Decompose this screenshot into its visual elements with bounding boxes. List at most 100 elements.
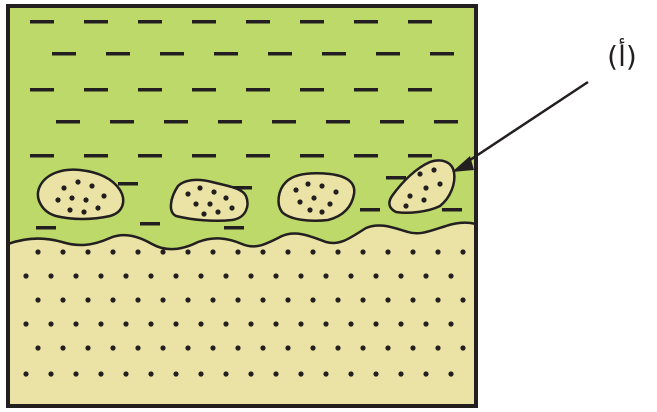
dot-mark	[373, 321, 378, 326]
pebble-dot	[333, 189, 338, 194]
dot-mark	[460, 297, 465, 302]
pebble-dot	[293, 187, 298, 192]
dot-mark	[285, 297, 290, 302]
dot-mark	[323, 273, 328, 278]
dash-mark	[326, 120, 350, 124]
dot-mark	[110, 249, 115, 254]
dash-mark	[140, 222, 160, 226]
dash-mark	[192, 88, 216, 92]
dash-mark	[322, 52, 346, 56]
dot-mark	[135, 297, 140, 302]
dot-mark	[335, 249, 340, 254]
dot-mark	[185, 345, 190, 350]
dot-mark	[235, 297, 240, 302]
dot-mark	[360, 249, 365, 254]
dot-mark	[35, 249, 40, 254]
dash-mark	[408, 154, 432, 158]
dash-mark	[84, 88, 108, 92]
dash-mark	[246, 88, 270, 92]
dot-mark	[398, 371, 403, 376]
dot-mark	[260, 345, 265, 350]
pebble-dot	[223, 195, 228, 200]
dot-mark	[298, 321, 303, 326]
dot-mark	[323, 371, 328, 376]
dash-mark	[408, 88, 432, 92]
pebble-dot	[83, 197, 88, 202]
dot-mark	[235, 345, 240, 350]
dot-mark	[223, 273, 228, 278]
dot-mark	[248, 371, 253, 376]
dot-mark	[385, 249, 390, 254]
dot-mark	[48, 321, 53, 326]
dot-mark	[173, 371, 178, 376]
dot-mark	[160, 249, 165, 254]
dot-mark	[410, 249, 415, 254]
dot-mark	[23, 321, 28, 326]
dot-mark	[123, 273, 128, 278]
dot-mark	[248, 273, 253, 278]
dot-mark	[198, 321, 203, 326]
dot-mark	[23, 371, 28, 376]
dot-mark	[385, 297, 390, 302]
dash-mark	[430, 52, 454, 56]
dash-mark	[192, 154, 216, 158]
dash-mark	[386, 176, 406, 180]
dot-mark	[385, 345, 390, 350]
dot-mark	[260, 297, 265, 302]
dot-mark	[298, 273, 303, 278]
dot-mark	[448, 273, 453, 278]
dot-mark	[98, 273, 103, 278]
dash-mark	[30, 88, 54, 92]
dot-mark	[73, 273, 78, 278]
dot-mark	[435, 297, 440, 302]
dot-mark	[273, 371, 278, 376]
dash-mark	[56, 120, 80, 124]
dot-mark	[98, 371, 103, 376]
dash-mark	[300, 20, 324, 24]
dot-mark	[348, 321, 353, 326]
dot-mark	[298, 371, 303, 376]
dot-mark	[185, 297, 190, 302]
dot-mark	[285, 249, 290, 254]
dash-mark	[138, 20, 162, 24]
dot-mark	[360, 345, 365, 350]
pebble-dot	[319, 209, 324, 214]
dot-mark	[323, 321, 328, 326]
dot-mark	[198, 273, 203, 278]
dash-mark	[246, 154, 270, 158]
dash-mark	[160, 52, 184, 56]
dot-mark	[198, 371, 203, 376]
dot-mark	[335, 297, 340, 302]
dot-mark	[235, 249, 240, 254]
dot-mark	[148, 273, 153, 278]
dot-mark	[110, 297, 115, 302]
pebble-dot	[193, 201, 198, 206]
dot-mark	[48, 273, 53, 278]
pebble-dot	[207, 201, 212, 206]
dot-mark	[85, 345, 90, 350]
label-a: (أ)	[607, 37, 637, 73]
pebble-dot	[75, 179, 80, 184]
dash-mark	[246, 20, 270, 24]
dash-mark	[84, 154, 108, 158]
dot-mark	[160, 345, 165, 350]
dot-mark	[373, 371, 378, 376]
dot-mark	[85, 249, 90, 254]
dot-mark	[460, 345, 465, 350]
dash-mark	[272, 120, 296, 124]
dot-mark	[135, 345, 140, 350]
pebble-dot	[305, 181, 310, 186]
pebble-dot	[101, 193, 106, 198]
dash-mark	[300, 88, 324, 92]
pebble-dot	[211, 189, 216, 194]
dot-mark	[435, 345, 440, 350]
dash-mark	[376, 52, 400, 56]
pebble-dot	[407, 193, 412, 198]
dot-mark	[273, 321, 278, 326]
pebble-dot	[437, 181, 442, 186]
dot-mark	[260, 249, 265, 254]
dot-mark	[423, 321, 428, 326]
dot-mark	[410, 297, 415, 302]
dash-mark	[52, 52, 76, 56]
